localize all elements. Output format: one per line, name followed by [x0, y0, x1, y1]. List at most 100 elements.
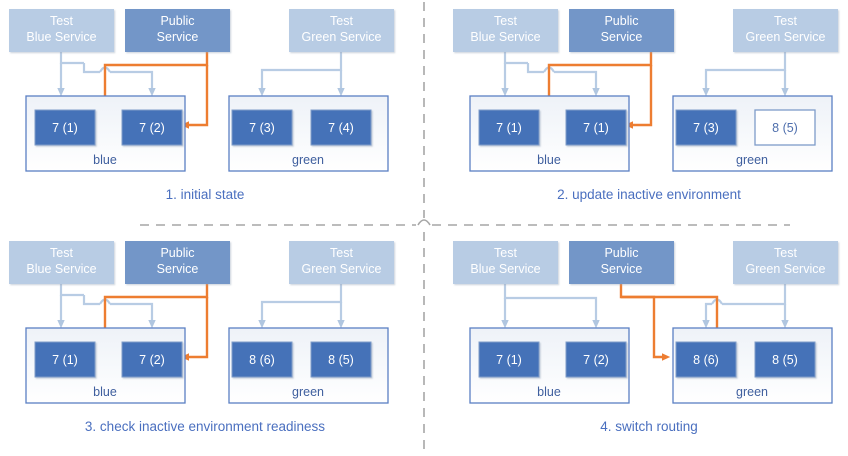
- panel-2-pod-green-2[interactable]: 8 (5): [754, 109, 816, 146]
- connector-testgreen-to-pod1: [702, 302, 712, 329]
- panel-2-service-test-blue[interactable]: Test Blue Service: [453, 9, 558, 52]
- service-label-line1: Test: [330, 246, 353, 260]
- panel-1-env-blue-label: blue: [93, 153, 117, 167]
- panel-4-pod-green-2[interactable]: 8 (5): [754, 341, 816, 378]
- pod-box-outline[interactable]: [754, 109, 816, 146]
- service-label-line2: Service: [601, 30, 643, 44]
- panel-3-service-test-blue[interactable]: Test Blue Service: [9, 241, 114, 284]
- panel-3-env-blue-label: blue: [93, 385, 117, 399]
- panel-3-pod-blue-1[interactable]: 7 (1): [34, 341, 96, 378]
- service-label-line1: Test: [494, 246, 517, 260]
- pod-box[interactable]: [675, 109, 737, 146]
- panel-3-service-test-green[interactable]: Test Green Service: [289, 241, 394, 284]
- panel-2-service-test-green[interactable]: Test Green Service: [733, 9, 838, 52]
- service-label-line2: Green Service: [746, 262, 826, 276]
- connector-public-down-left: [103, 284, 209, 357]
- panel-3-pod-green-2[interactable]: 8 (5): [310, 341, 372, 378]
- panel-2-pod-blue-1[interactable]: 7 (1): [478, 109, 540, 146]
- pod-label: 7 (1): [52, 353, 78, 367]
- service-box[interactable]: [125, 241, 230, 284]
- service-box[interactable]: [289, 241, 394, 284]
- pod-label: 7 (1): [583, 121, 609, 135]
- connector-testgreen-to-pod1: [258, 284, 343, 329]
- panel-1-service-public[interactable]: Public Service: [125, 9, 230, 52]
- pod-box[interactable]: [310, 109, 372, 146]
- panel-4-pod-green-1[interactable]: 8 (6): [675, 341, 737, 378]
- panel-1-pod-blue-1[interactable]: 7 (1): [34, 109, 96, 146]
- pod-box[interactable]: [478, 109, 540, 146]
- service-box[interactable]: [733, 9, 838, 52]
- pod-box[interactable]: [310, 341, 372, 378]
- pod-box[interactable]: [565, 341, 627, 378]
- service-box[interactable]: [125, 9, 230, 52]
- connector-public-to-blue-pod2: [624, 65, 653, 129]
- service-label-line2: Blue Service: [470, 30, 540, 44]
- panel-2-pod-blue-2[interactable]: 7 (1): [565, 109, 627, 146]
- service-box[interactable]: [733, 241, 838, 284]
- pod-box[interactable]: [478, 341, 540, 378]
- service-label-line2: Green Service: [746, 30, 826, 44]
- pod-box[interactable]: [675, 341, 737, 378]
- service-box[interactable]: [569, 241, 674, 284]
- connector-testblue-bus-left: [82, 295, 100, 306]
- service-box[interactable]: [453, 241, 558, 284]
- service-label-line1: Test: [330, 14, 353, 28]
- service-box[interactable]: [289, 9, 394, 52]
- service-box[interactable]: [569, 9, 674, 52]
- panel-1-service-test-green[interactable]: Test Green Service: [289, 9, 394, 52]
- panel-2-pod-green-1[interactable]: 7 (3): [675, 109, 737, 146]
- panel-1-caption: 1. initial state: [166, 187, 245, 202]
- service-box[interactable]: [9, 9, 114, 52]
- service-label-line1: Test: [494, 14, 517, 28]
- service-label-line2: Service: [601, 262, 643, 276]
- panel-2-env-blue-label: blue: [537, 153, 561, 167]
- pod-label: 7 (2): [139, 121, 165, 135]
- service-label-line1: Test: [50, 246, 73, 260]
- pod-label: 7 (4): [328, 121, 354, 135]
- panel-1-pod-green-1[interactable]: 7 (3): [231, 109, 293, 146]
- connector-public-to-blue-pod2: [180, 65, 209, 129]
- pod-box[interactable]: [121, 109, 183, 146]
- panel-2-service-public[interactable]: Public Service: [569, 9, 674, 52]
- pod-label: 7 (2): [583, 353, 609, 367]
- pod-box[interactable]: [754, 341, 816, 378]
- panel-4-test-blue-connectors: [501, 284, 600, 329]
- service-label-line1: Public: [604, 246, 638, 260]
- panel-4-pod-blue-2[interactable]: 7 (2): [565, 341, 627, 378]
- pod-box[interactable]: [121, 341, 183, 378]
- connector-testblue-to-pod2: [554, 70, 600, 97]
- service-box[interactable]: [9, 241, 114, 284]
- pod-label: 8 (6): [249, 353, 275, 367]
- pod-label: 7 (3): [693, 121, 719, 135]
- panel-3-service-public[interactable]: Public Service: [125, 241, 230, 284]
- panel-dividers: [140, 2, 790, 452]
- pod-box[interactable]: [34, 341, 96, 378]
- panel-1-pod-blue-2[interactable]: 7 (2): [121, 109, 183, 146]
- connector-testblue-to-pod2: [503, 284, 600, 329]
- panel-1-pod-green-2[interactable]: 7 (4): [310, 109, 372, 146]
- service-label-line1: Public: [604, 14, 638, 28]
- pod-box[interactable]: [231, 109, 293, 146]
- panel-4-service-public[interactable]: Public Service: [569, 241, 674, 284]
- panel-3-pod-green-1[interactable]: 8 (6): [231, 341, 293, 378]
- panel-3-pod-blue-2[interactable]: 7 (2): [121, 341, 183, 378]
- panel-3-test-green-connectors: [258, 284, 345, 329]
- service-label-line1: Test: [774, 14, 797, 28]
- service-label-line2: Green Service: [302, 30, 382, 44]
- panel-4-service-test-blue[interactable]: Test Blue Service: [453, 241, 558, 284]
- panel-4-pod-blue-1[interactable]: 7 (1): [478, 341, 540, 378]
- service-label-line1: Public: [160, 246, 194, 260]
- panel-4-service-test-green[interactable]: Test Green Service: [733, 241, 838, 284]
- pod-box[interactable]: [231, 341, 293, 378]
- service-label-line2: Service: [157, 262, 199, 276]
- panel-3-env-green-label: green: [292, 385, 324, 399]
- service-label-line2: Blue Service: [26, 262, 96, 276]
- pod-box[interactable]: [34, 109, 96, 146]
- panel-1-service-test-blue[interactable]: Test Blue Service: [9, 9, 114, 52]
- pod-box[interactable]: [565, 109, 627, 146]
- panel-4-caption: 4. switch routing: [600, 419, 698, 434]
- pod-label: 8 (6): [693, 353, 719, 367]
- service-box[interactable]: [453, 9, 558, 52]
- pod-label: 8 (5): [772, 121, 798, 135]
